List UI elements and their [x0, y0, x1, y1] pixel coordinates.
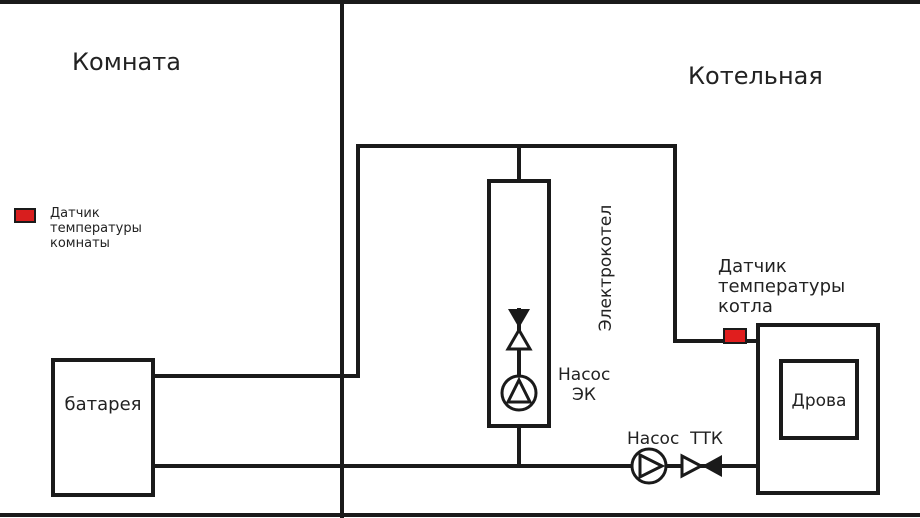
check-valve-icon	[505, 327, 533, 351]
boiler-sensor-icon	[723, 328, 747, 344]
pump-direction-icon	[638, 452, 666, 480]
check-valve-icon	[508, 309, 530, 328]
room-sensor-icon	[14, 208, 36, 223]
electric-boiler-label: Электрокотел	[596, 205, 616, 331]
room-title: Комната	[72, 48, 181, 76]
check-valve-icon	[680, 453, 705, 479]
pump-ek-label: Насос ЭК	[558, 365, 616, 405]
firebox-label: Дрова	[792, 391, 847, 411]
boiler-sensor-label: Датчик температуры котла	[718, 256, 851, 317]
check-valve-icon	[702, 455, 722, 477]
battery-label: батарея	[65, 394, 142, 415]
firebox	[779, 359, 859, 440]
pump-ttk-label: Насос ТТК	[627, 429, 723, 449]
room-sensor-label: Датчик температуры комнаты	[50, 206, 146, 251]
pump-direction-icon	[505, 376, 533, 404]
supply-pipe	[153, 144, 758, 378]
battery	[51, 358, 155, 497]
boiler-room-title: Котельная	[688, 62, 823, 90]
